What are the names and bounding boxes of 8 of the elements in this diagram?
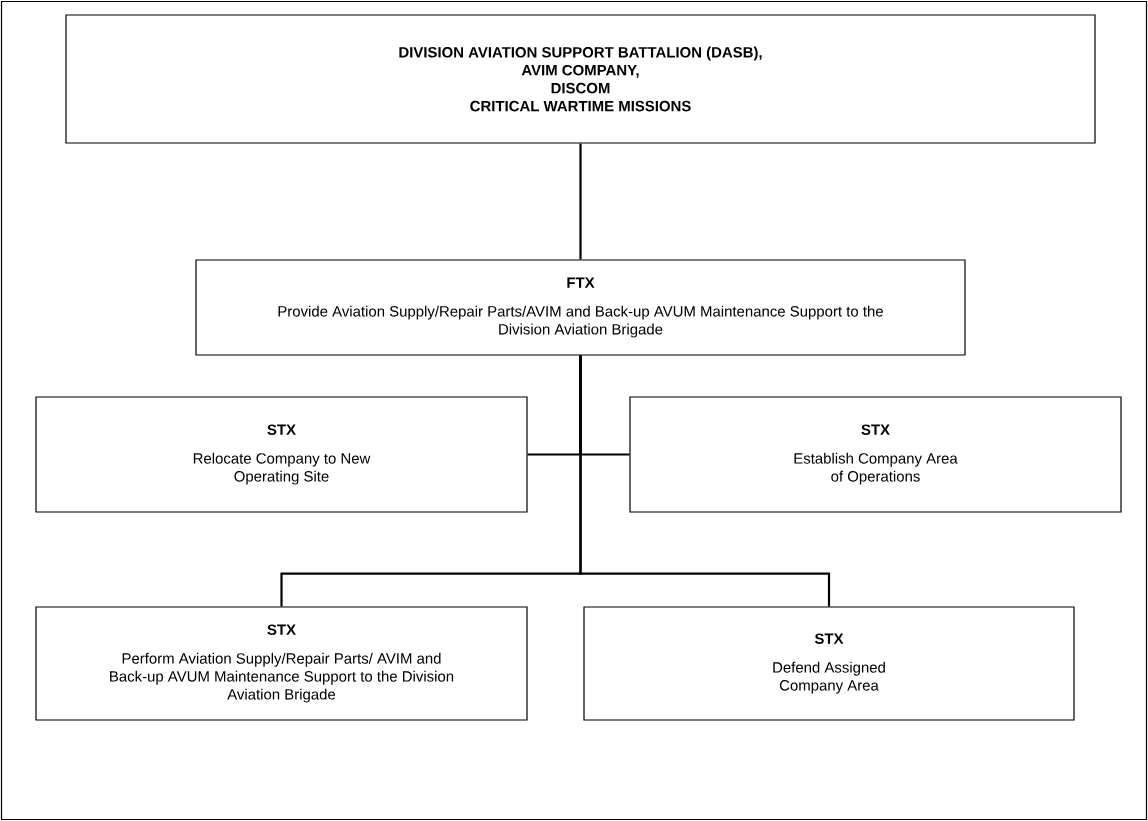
- task-box: FTX Provide Aviation Supply/Repair Parts/AVIM and Back-up AVUM Maintenance Support to the Division Aviation Brigade: [195, 259, 966, 356]
- connector-line: [579, 355, 831, 607]
- task-box: STX Perform Aviation Supply/Repair Parts/ AVIM and Back-up AVUM Maintenance Support to the Division Aviation Brigade: [35, 606, 528, 721]
- task-box: STX Defend Assigned Company Area: [583, 606, 1075, 721]
- title-box: DIVISION AVIATION SUPPORT BATTALION (DASB), AVIM COMPANY, DISCOM CRITICAL WARTIME MISSIONS: [65, 14, 1096, 144]
- task-box: STX Relocate Company to New Operating Site: [35, 396, 528, 513]
- connector-line: [579, 143, 582, 260]
- task-box: STX Establish Company Area of Operations: [629, 396, 1122, 513]
